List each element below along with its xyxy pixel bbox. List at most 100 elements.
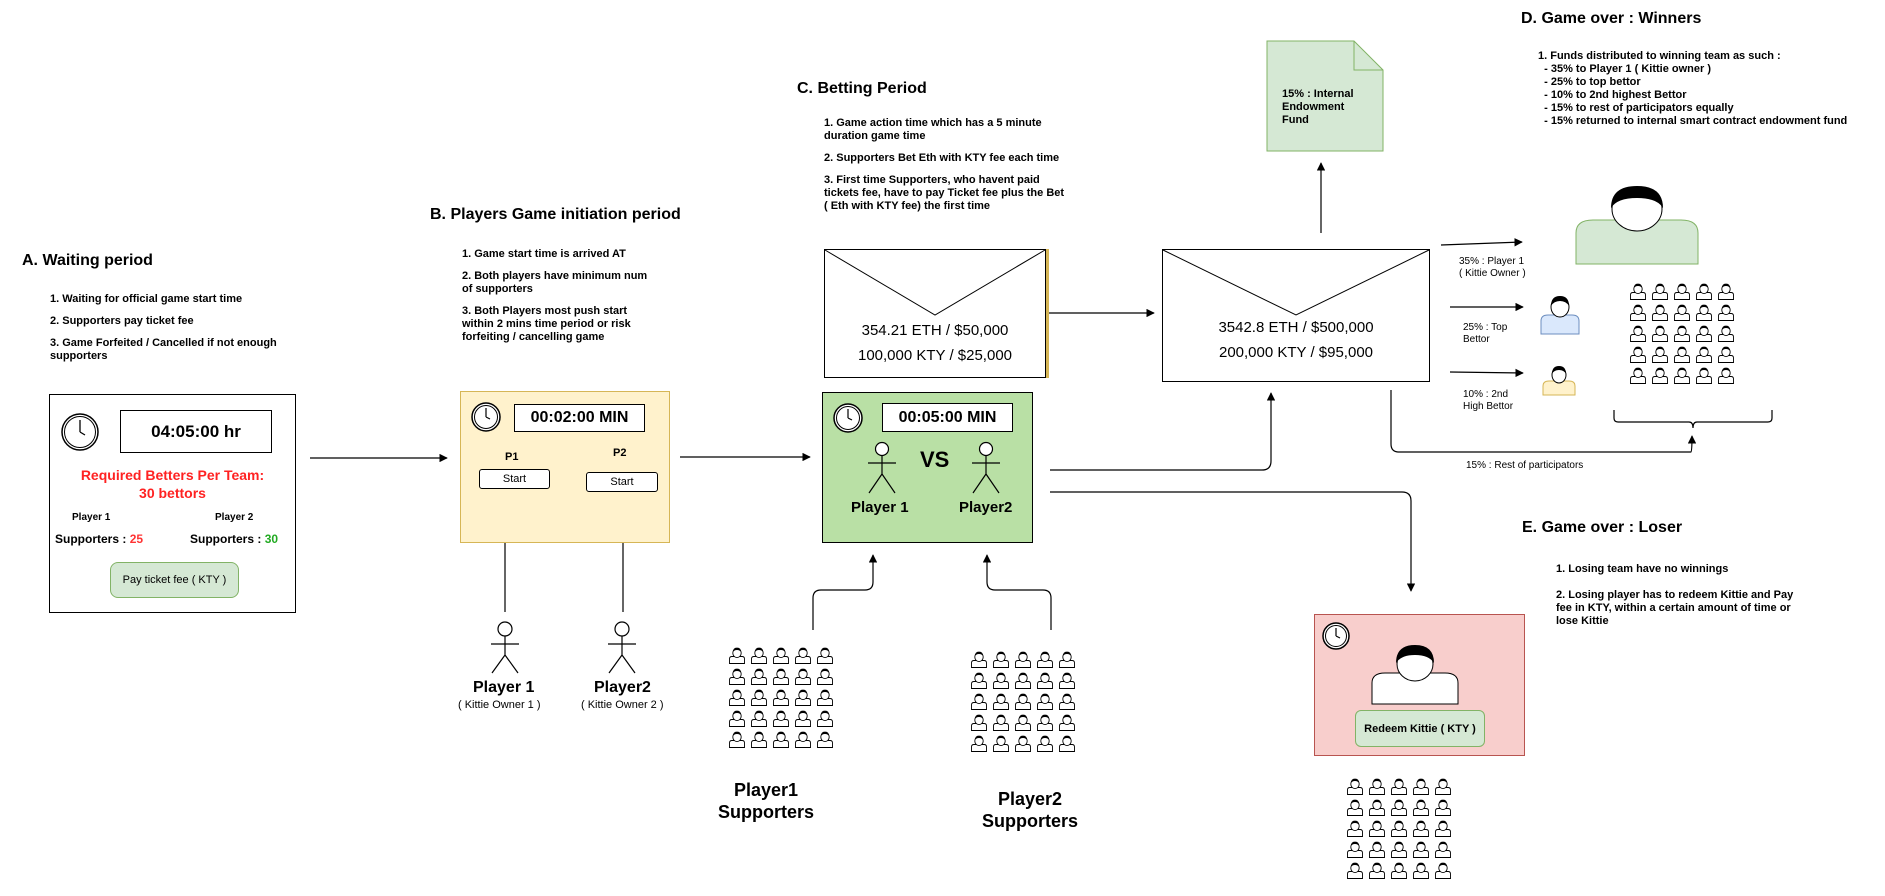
betting-timer: 00:05:00 MIN — [882, 403, 1013, 432]
person-icon — [816, 709, 834, 727]
endowment-label: 15% : Internal Endowment Fund — [1282, 88, 1377, 127]
person-icon — [1629, 282, 1647, 300]
player1-stick-figure — [491, 621, 519, 674]
section-d-notes: 1. Funds distributed to winning team as … — [1538, 50, 1878, 128]
note-item: 1. Funds distributed to winning team as … — [1538, 50, 1781, 62]
person-icon — [1346, 798, 1364, 816]
supporters-count: 25 — [129, 532, 144, 546]
person-icon — [750, 667, 768, 685]
supporters-label: Supporters : — [190, 532, 262, 546]
supporters2-label: Player2 Supporters — [981, 789, 1078, 831]
person-icon — [970, 734, 988, 752]
c-player2-label: Player2 — [959, 499, 1013, 516]
person-icon — [750, 730, 768, 748]
player1-stick-figure — [868, 441, 896, 494]
note-item: 2. Supporters pay ticket fee — [50, 315, 194, 327]
person-icon — [1629, 324, 1647, 342]
person-icon — [1368, 819, 1386, 837]
person-icon — [1434, 819, 1452, 837]
arrow-game-to-center — [1050, 392, 1276, 471]
note-item: - 10% to 2nd highest Bettor — [1538, 89, 1687, 101]
b-owner1-label: ( Kittie Owner 1 ) — [458, 699, 541, 711]
person-icon — [1434, 840, 1452, 858]
player2-supporters: Supporters : 30 — [190, 532, 278, 546]
person-icon — [992, 734, 1010, 752]
p1-start-button[interactable]: Start — [479, 469, 550, 489]
person-icon — [1695, 282, 1713, 300]
person-icon — [1695, 324, 1713, 342]
arrow-supporters1-to-game — [812, 554, 878, 630]
supporters1-label: Player1 Supporters — [717, 780, 814, 822]
person-icon — [1368, 840, 1386, 858]
person-icon — [1717, 345, 1735, 363]
arrow-to-second-bettor — [1449, 368, 1524, 378]
pot-eth: 354.21 ETH / $50,000 — [861, 322, 1009, 339]
section-e-notes: 1. Losing team have no winnings 2. Losin… — [1556, 563, 1808, 637]
person-icon — [1412, 819, 1430, 837]
note-item: 1. Game start time is arrived AT — [462, 248, 626, 260]
loser-avatar — [1371, 645, 1459, 705]
person-icon — [1368, 777, 1386, 795]
person-icon — [1434, 798, 1452, 816]
person-icon — [1036, 713, 1054, 731]
envelope-icon — [1162, 249, 1430, 316]
person-icon — [794, 730, 812, 748]
section-a-notes: 1. Waiting for official game start time … — [50, 293, 310, 372]
b-owner2-label: ( Kittie Owner 2 ) — [581, 699, 664, 711]
note-item: 3. First time Supporters, who havent pai… — [824, 174, 1065, 212]
person-icon — [1036, 692, 1054, 710]
person-icon — [728, 667, 746, 685]
b-player2-label: Player2 — [594, 679, 651, 696]
split-rest-label: 15% : Rest of participators — [1466, 460, 1584, 471]
person-icon — [1629, 345, 1647, 363]
section-e-title: E. Game over : Loser — [1522, 519, 1683, 536]
second-bettor-avatar — [1542, 366, 1576, 396]
person-icon — [1651, 282, 1669, 300]
player2-supporters-crowd — [970, 650, 1080, 755]
person-icon — [1390, 819, 1408, 837]
person-icon — [1390, 861, 1408, 879]
note-item: - 25% to top bettor — [1538, 76, 1641, 88]
split-player1-label: 35% : Player 1 ( Kittie Owner ) — [1459, 256, 1526, 279]
person-icon — [1390, 777, 1408, 795]
person-icon — [1673, 366, 1691, 384]
note-item: - 15% to rest of participators equally — [1538, 102, 1734, 114]
total-pot-envelope: 3542.8 ETH / $500,000 200,000 KTY / $95,… — [1162, 249, 1430, 382]
person-icon — [1346, 840, 1364, 858]
person-icon — [970, 671, 988, 689]
loser-supporters-crowd — [1346, 777, 1456, 882]
p2-label: P2 — [613, 447, 627, 459]
person-icon — [970, 713, 988, 731]
person-icon — [816, 667, 834, 685]
player2-stick-figure — [972, 441, 1000, 494]
person-icon — [772, 709, 790, 727]
person-icon — [1434, 777, 1452, 795]
clock-icon — [61, 413, 99, 451]
person-icon — [728, 730, 746, 748]
person-icon — [794, 646, 812, 664]
note-item: - 15% returned to internal smart contrac… — [1538, 115, 1848, 127]
person-icon — [1673, 345, 1691, 363]
person-icon — [992, 692, 1010, 710]
waiting-panel: 04:05:00 hr Required Betters Per Team: 3… — [49, 394, 296, 613]
redeem-kittie-button[interactable]: Redeem Kittie ( KTY ) — [1355, 710, 1485, 747]
person-icon — [728, 709, 746, 727]
pot-kty: 100,000 KTY / $25,000 — [857, 347, 1012, 364]
arrow-to-player1 — [1440, 238, 1523, 247]
person-icon — [1629, 303, 1647, 321]
person-icon — [794, 688, 812, 706]
clock-icon — [833, 403, 863, 433]
section-d-title: D. Game over : Winners — [1521, 10, 1702, 27]
person-icon — [750, 688, 768, 706]
pay-ticket-fee-button[interactable]: Pay ticket fee ( KTY ) — [110, 562, 239, 598]
p2-start-button[interactable]: Start — [586, 472, 658, 492]
total-pot-kty: 200,000 KTY / $95,000 — [1218, 344, 1373, 361]
person-icon — [1412, 798, 1430, 816]
person-icon — [1390, 840, 1408, 858]
person-icon — [794, 667, 812, 685]
player1-label: Player 1 — [72, 512, 111, 523]
person-icon — [1717, 366, 1735, 384]
person-icon — [1058, 713, 1076, 731]
player2-stick-figure — [608, 621, 636, 674]
